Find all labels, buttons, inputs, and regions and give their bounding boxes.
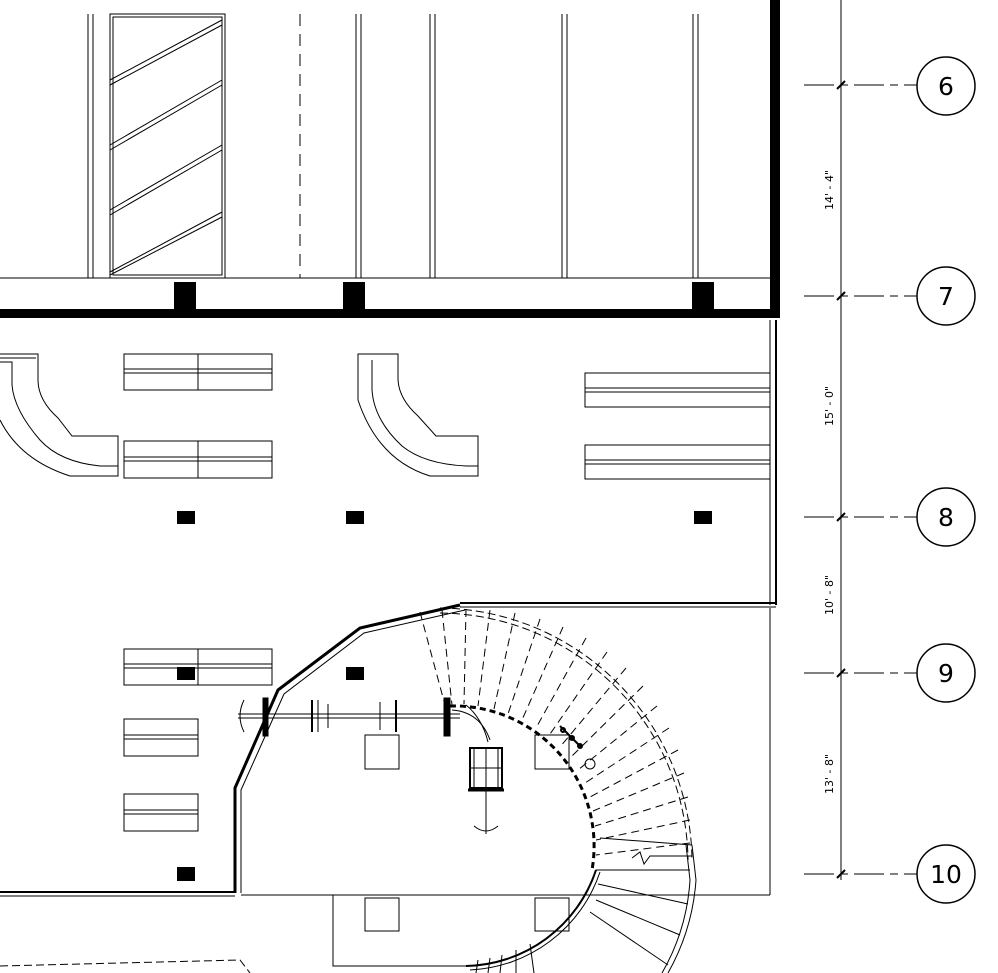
grid-bubble-7: 7 — [916, 266, 976, 326]
bench-1 — [123, 353, 273, 391]
bench-5 — [123, 648, 273, 686]
center-fixture — [468, 747, 504, 834]
core-rail — [451, 704, 491, 743]
grid-bubbles: 6 7 8 9 10 — [916, 56, 976, 904]
grid-bubble-9: 9 — [916, 643, 976, 703]
rotunda-walls — [0, 603, 771, 967]
dimension-label-7-8: 15' - 0" — [823, 386, 836, 426]
grid-bubble-10: 10 — [916, 844, 976, 904]
dimension-label-6-7: 14' - 4" — [823, 170, 836, 210]
dimension-label-9-10: 13' - 8" — [823, 754, 836, 794]
grid-label: 7 — [938, 282, 954, 311]
grid-label: 10 — [930, 860, 962, 889]
heavy-walls — [0, 0, 780, 318]
structural-columns — [177, 511, 712, 881]
bench-3 — [584, 372, 771, 408]
bench-7 — [123, 793, 199, 832]
parking-area — [0, 13, 770, 279]
bench-6 — [123, 718, 199, 757]
l-shaped-counter-center — [357, 353, 479, 477]
dimension-string — [804, 0, 918, 880]
spiral-stair — [419, 607, 693, 871]
dashed-outline — [0, 959, 251, 973]
grid-label: 9 — [938, 659, 954, 688]
stair-handrail — [559, 725, 596, 770]
lower-stair — [465, 837, 697, 973]
benches — [123, 353, 771, 832]
dimension-labels: 14' - 4" 15' - 0" 10' - 8" 13' - 8" — [823, 170, 836, 794]
dimension-label-8-9: 10' - 8" — [823, 575, 836, 615]
grid-bubble-8: 8 — [916, 487, 976, 547]
stall-divider-lines — [87, 14, 699, 278]
l-shaped-counter-left — [0, 353, 119, 477]
grid-label: 8 — [938, 503, 954, 532]
bench-2 — [123, 440, 273, 479]
beam-line — [238, 697, 460, 737]
grid-label: 6 — [938, 72, 954, 101]
pilasters — [364, 734, 570, 932]
grid-bubble-6: 6 — [916, 56, 976, 116]
bench-4 — [584, 444, 771, 480]
hatched-zone — [109, 13, 226, 279]
